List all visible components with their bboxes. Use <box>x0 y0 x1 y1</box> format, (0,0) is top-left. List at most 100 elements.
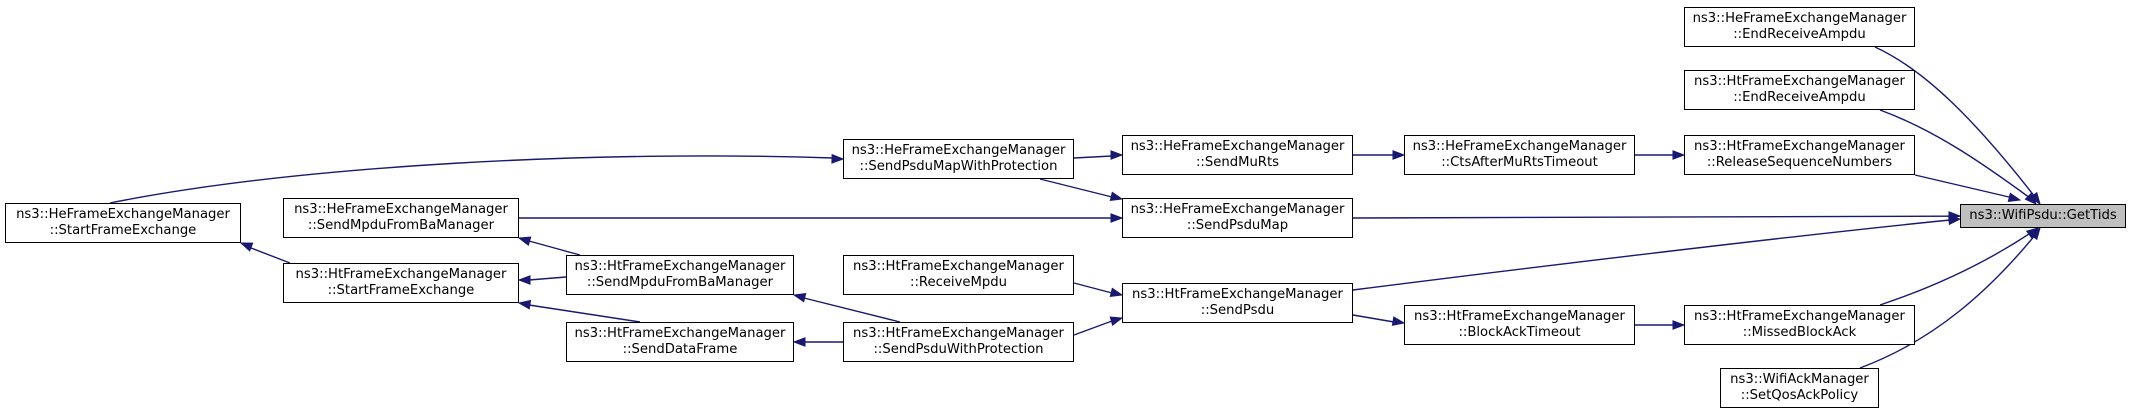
edge-ht-send-psdu-line <box>1352 219 1951 291</box>
node-he-send-psdu-map-with-protection[interactable]: ns3::HeFrameExchangeManager ::SendPsduMa… <box>843 139 1074 179</box>
edge-ht-send-psdu-to-block-ack <box>1352 314 1406 326</box>
edge-ht-release-seq-arrowhead <box>2007 192 2022 202</box>
node-ht-block-ack-timeout-line-2: ::BlockAckTimeout <box>1458 325 1581 340</box>
node-ht-send-data-frame-line-1: ns3::HtFrameExchangeManager <box>574 326 786 341</box>
edge-ht-release-seq <box>1914 174 2022 202</box>
node-ht-release-sequence-numbers[interactable]: ns3::HtFrameExchangeManager ::ReleaseSeq… <box>1684 135 1915 175</box>
node-he-send-mpdu-from-ba-manager-line-2: ::SendMpduFromBaManager <box>307 218 495 233</box>
node-ht-start-frame-exchange-line-2: ::StartFrameExchange <box>327 283 475 298</box>
edge-wifi-set-qos-ack-line <box>1859 233 2037 369</box>
node-ht-send-psdu-line-1: ns3::HtFrameExchangeManager <box>1132 287 1343 302</box>
node-ht-send-mpdu-from-ba-manager[interactable]: ns3::HtFrameExchangeManager ::SendMpduFr… <box>566 255 794 295</box>
edge-ht-end-receive-ampdu-line <box>1879 109 2031 199</box>
node-ht-block-ack-timeout[interactable]: ns3::HtFrameExchangeManager ::BlockAckTi… <box>1404 305 1635 345</box>
edge-ht-send-mpdu-ba-to-ht-start <box>517 275 567 285</box>
edge-he-send-psdu-map-prot-to-psdu-map <box>1039 178 1124 201</box>
node-he-send-psdu-map[interactable]: ns3::HeFrameExchangeManager ::SendPsduMa… <box>1122 198 1353 238</box>
node-ht-missed-block-ack[interactable]: ns3::HtFrameExchangeManager ::MissedBloc… <box>1684 305 1915 345</box>
edge-ht-receive-mpdu-to-ht-send-psdu-arrowhead <box>1109 287 1124 297</box>
edge-he-send-psdu-map-prot-to-murts-arrowhead <box>1110 150 1124 160</box>
edge-wifi-set-qos-ack <box>1859 226 2041 369</box>
edge-ht-send-psdu-prot-to-ht-send-psdu-line <box>1073 320 1113 336</box>
node-ht-send-mpdu-from-ba-manager-line-1: ns3::HtFrameExchangeManager <box>574 259 786 274</box>
node-ht-send-psdu[interactable]: ns3::HtFrameExchangeManager ::SendPsdu <box>1122 283 1353 323</box>
edge-ht-end-receive-ampdu-arrowhead <box>2024 192 2038 206</box>
edge-ht-send-mpdu-ba-to-ht-start-line <box>528 276 567 281</box>
node-he-send-murts-line-2: ::SendMuRts <box>1195 155 1280 170</box>
edge-he-send-psdu-map-prot-to-murts-line <box>1073 155 1113 159</box>
node-he-cts-after-murts-timeout-line-1: ns3::HeFrameExchangeManager <box>1412 139 1627 154</box>
node-he-send-mpdu-from-ba-manager[interactable]: ns3::HeFrameExchangeManager ::SendMpduFr… <box>283 198 519 238</box>
node-root: ns3::WifiPsdu::GetTids <box>1960 204 2126 228</box>
edge-he-send-psdu-map-line <box>1352 215 2011 219</box>
edge-he-start-to-psdu-map-prot-arrowhead <box>831 153 845 164</box>
edge-ht-send-psdu-prot-to-ht-send-mpdu-ba-arrowhead <box>792 293 807 303</box>
node-ht-send-psdu-with-protection[interactable]: ns3::HtFrameExchangeManager ::SendPsduWi… <box>843 322 1074 362</box>
edge-ht-send-mpdu-ba-to-he-send-mpdu-ba <box>517 236 581 256</box>
node-he-send-psdu-map-with-protection-line-2: ::SendPsduMapWithProtection <box>859 159 1058 174</box>
node-wifi-ack-set-qos-ack-policy[interactable]: ns3::WifiAckManager ::SetQosAckPolicy <box>1720 368 1879 408</box>
node-ht-receive-mpdu[interactable]: ns3::HtFrameExchangeManager ::ReceiveMpd… <box>843 255 1074 295</box>
node-he-send-psdu-map-with-protection-line-1: ns3::HeFrameExchangeManager <box>851 143 1066 158</box>
edge-ht-send-psdu-prot-to-ht-send-mpdu-ba <box>792 293 901 323</box>
node-ht-start-frame-exchange-line-1: ns3::HtFrameExchangeManager <box>295 267 507 282</box>
node-ht-end-receive-ampdu[interactable]: ns3::HtFrameExchangeManager ::EndReceive… <box>1684 70 1915 110</box>
edge-block-ack-to-missed-block-ack-arrowhead <box>1672 320 1686 330</box>
node-he-send-murts[interactable]: ns3::HeFrameExchangeManager ::SendMuRts <box>1122 135 1353 175</box>
node-ht-receive-mpdu-line-2: ::ReceiveMpdu <box>910 275 1007 290</box>
node-ht-missed-block-ack-line-2: ::MissedBlockAck <box>1742 325 1857 340</box>
edge-he-send-psdu-map-prot-to-psdu-map-line <box>1039 178 1113 198</box>
node-he-end-receive-ampdu-line-1: ns3::HeFrameExchangeManager <box>1692 11 1907 26</box>
edge-he-start-to-psdu-map-prot <box>109 153 845 204</box>
node-he-cts-after-murts-timeout[interactable]: ns3::HeFrameExchangeManager ::CtsAfterMu… <box>1404 135 1635 175</box>
node-he-send-mpdu-from-ba-manager-line-1: ns3::HeFrameExchangeManager <box>294 202 508 217</box>
edge-ht-receive-mpdu-to-ht-send-psdu <box>1073 282 1124 297</box>
edge-ht-send-psdu-prot-to-ht-send-psdu-arrowhead <box>1109 316 1124 326</box>
edge-ht-send-psdu-to-block-ack-arrowhead <box>1391 316 1406 326</box>
edge-ht-send-psdu-to-block-ack-line <box>1352 314 1395 323</box>
edge-ht-start-to-he-start <box>239 242 291 264</box>
node-wifi-ack-set-qos-ack-policy-line-2: ::SetQosAckPolicy <box>1740 388 1859 403</box>
edge-ht-receive-mpdu-to-ht-send-psdu-line <box>1073 282 1113 294</box>
edge-he-send-murts-arrowhead <box>1392 150 1406 160</box>
node-he-end-receive-ampdu[interactable]: ns3::HeFrameExchangeManager ::EndReceive… <box>1684 7 1915 47</box>
node-ht-start-frame-exchange[interactable]: ns3::HtFrameExchangeManager ::StartFrame… <box>283 263 519 303</box>
node-ht-send-data-frame-line-2: ::SendDataFrame <box>622 342 738 357</box>
node-he-start-frame-exchange[interactable]: ns3::HeFrameExchangeManager ::StartFrame… <box>5 203 241 243</box>
edge-ht-send-mpdu-ba-to-he-send-mpdu-ba-line <box>528 240 581 256</box>
node-ht-missed-block-ack-line-1: ns3::HtFrameExchangeManager <box>1694 309 1905 324</box>
edge-he-send-murts <box>1353 150 1406 160</box>
node-ht-release-sequence-numbers-line-2: ::ReleaseSequenceNumbers <box>1706 155 1893 170</box>
edge-ht-send-mpdu-ba-to-he-send-mpdu-ba-arrowhead <box>517 236 532 246</box>
node-ht-receive-mpdu-line-1: ns3::HtFrameExchangeManager <box>853 259 1064 274</box>
node-he-start-frame-exchange-line-1: ns3::HeFrameExchangeManager <box>16 207 230 222</box>
node-ht-send-psdu-with-protection-line-2: ::SendPsduWithProtection <box>873 342 1044 357</box>
edge-he-cts-after-murts-arrowhead <box>1672 150 1686 160</box>
edge-ht-send-data-frame-to-ht-start-line <box>528 304 641 323</box>
edge-ht-release-seq-line <box>1914 174 2010 198</box>
node-ht-send-psdu-line-2: ::SendPsdu <box>1200 303 1275 318</box>
edge-he-send-psdu-map-prot-to-psdu-map-arrowhead <box>1109 191 1124 201</box>
node-ht-end-receive-ampdu-line-1: ns3::HtFrameExchangeManager <box>1694 74 1905 89</box>
edge-block-ack-to-missed-block-ack <box>1635 320 1686 330</box>
node-ht-send-data-frame[interactable]: ns3::HtFrameExchangeManager ::SendDataFr… <box>566 322 794 362</box>
edge-he-start-to-psdu-map-prot-line <box>109 155 834 204</box>
edge-he-end-receive-ampdu-line <box>1874 46 2036 198</box>
edge-ht-start-to-he-start-line <box>250 247 291 264</box>
edge-ht-send-mpdu-ba-to-ht-start-arrowhead <box>517 275 531 285</box>
edge-ht-missed-block-ack <box>1879 227 2040 306</box>
node-he-cts-after-murts-timeout-line-2: ::CtsAfterMuRtsTimeout <box>1441 155 1598 170</box>
node-ht-send-psdu-with-protection-line-1: ns3::HtFrameExchangeManager <box>853 326 1064 341</box>
edge-he-send-psdu-map-prot-to-murts <box>1073 150 1124 160</box>
node-he-start-frame-exchange-line-2: ::StartFrameExchange <box>49 223 197 238</box>
node-ht-end-receive-ampdu-line-2: ::EndReceiveAmpdu <box>1733 90 1866 105</box>
node-he-send-murts-line-1: ns3::HeFrameExchangeManager <box>1130 139 1345 154</box>
node-he-end-receive-ampdu-line-2: ::EndReceiveAmpdu <box>1733 27 1866 42</box>
node-ht-send-mpdu-from-ba-manager-line-2: ::SendMpduFromBaManager <box>586 275 774 290</box>
edge-ht-send-data-frame-to-ht-start-arrowhead <box>517 299 532 310</box>
node-root-line-1: ns3::WifiPsdu::GetTids <box>1969 208 2117 223</box>
edge-ht-missed-block-ack-line <box>1879 231 2033 306</box>
edge-ht-send-psdu-arrowhead <box>1948 215 1962 226</box>
